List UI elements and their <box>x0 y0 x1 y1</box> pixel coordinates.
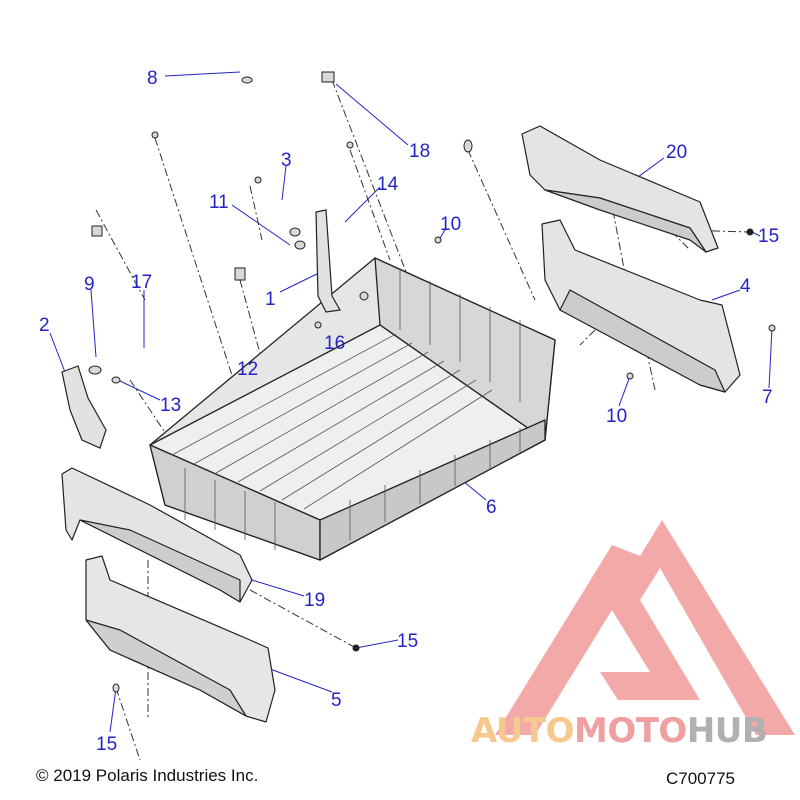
callout-18: 18 <box>409 141 430 162</box>
callout-15-middle: 15 <box>397 631 418 652</box>
callout-6: 6 <box>486 497 497 518</box>
callout-15-right: 15 <box>758 226 779 247</box>
right-side-panel <box>541 219 741 393</box>
callout-15-bottom: 15 <box>96 734 117 755</box>
fasteners <box>88 71 776 693</box>
copyright-notice: © 2019 Polaris Industries Inc. <box>36 766 259 785</box>
callout-16: 16 <box>324 333 345 354</box>
assembly-lines <box>95 79 751 761</box>
figure-code: C700775 <box>666 769 736 788</box>
callout-1: 1 <box>265 289 276 310</box>
front-bumper-panel <box>85 555 276 723</box>
callout-11: 11 <box>209 192 229 213</box>
callout-14: 14 <box>377 174 399 195</box>
watermark-moto: MOTO <box>573 711 687 751</box>
callout-17: 17 <box>131 272 152 293</box>
callout-7: 7 <box>762 387 773 408</box>
watermark-logo <box>495 520 795 735</box>
callout-8: 8 <box>147 68 158 89</box>
rear-top-cover <box>521 125 719 253</box>
callout-20: 20 <box>666 142 687 163</box>
front-lower-cover <box>61 467 253 603</box>
watermark-hub: HUB <box>686 711 768 751</box>
callout-9: 9 <box>84 274 95 295</box>
callout-19: 19 <box>304 590 325 611</box>
callout-labels: 8 18 3 11 14 20 10 15 9 17 1 4 2 16 12 1… <box>39 68 779 755</box>
callout-12: 12 <box>237 359 258 380</box>
center-bracket <box>315 209 341 313</box>
watermark-auto: AUTO <box>471 711 574 751</box>
watermark-text: AUTOMOTOHUB <box>471 711 768 751</box>
callout-5: 5 <box>331 690 342 711</box>
callout-2: 2 <box>39 315 50 336</box>
callout-10-bottom: 10 <box>606 406 627 427</box>
callout-4: 4 <box>740 276 751 297</box>
callout-3: 3 <box>281 150 292 171</box>
left-side-panel <box>61 365 107 449</box>
cargo-box-tub <box>149 257 556 561</box>
callout-10-top: 10 <box>440 214 461 235</box>
callout-13: 13 <box>160 395 181 416</box>
